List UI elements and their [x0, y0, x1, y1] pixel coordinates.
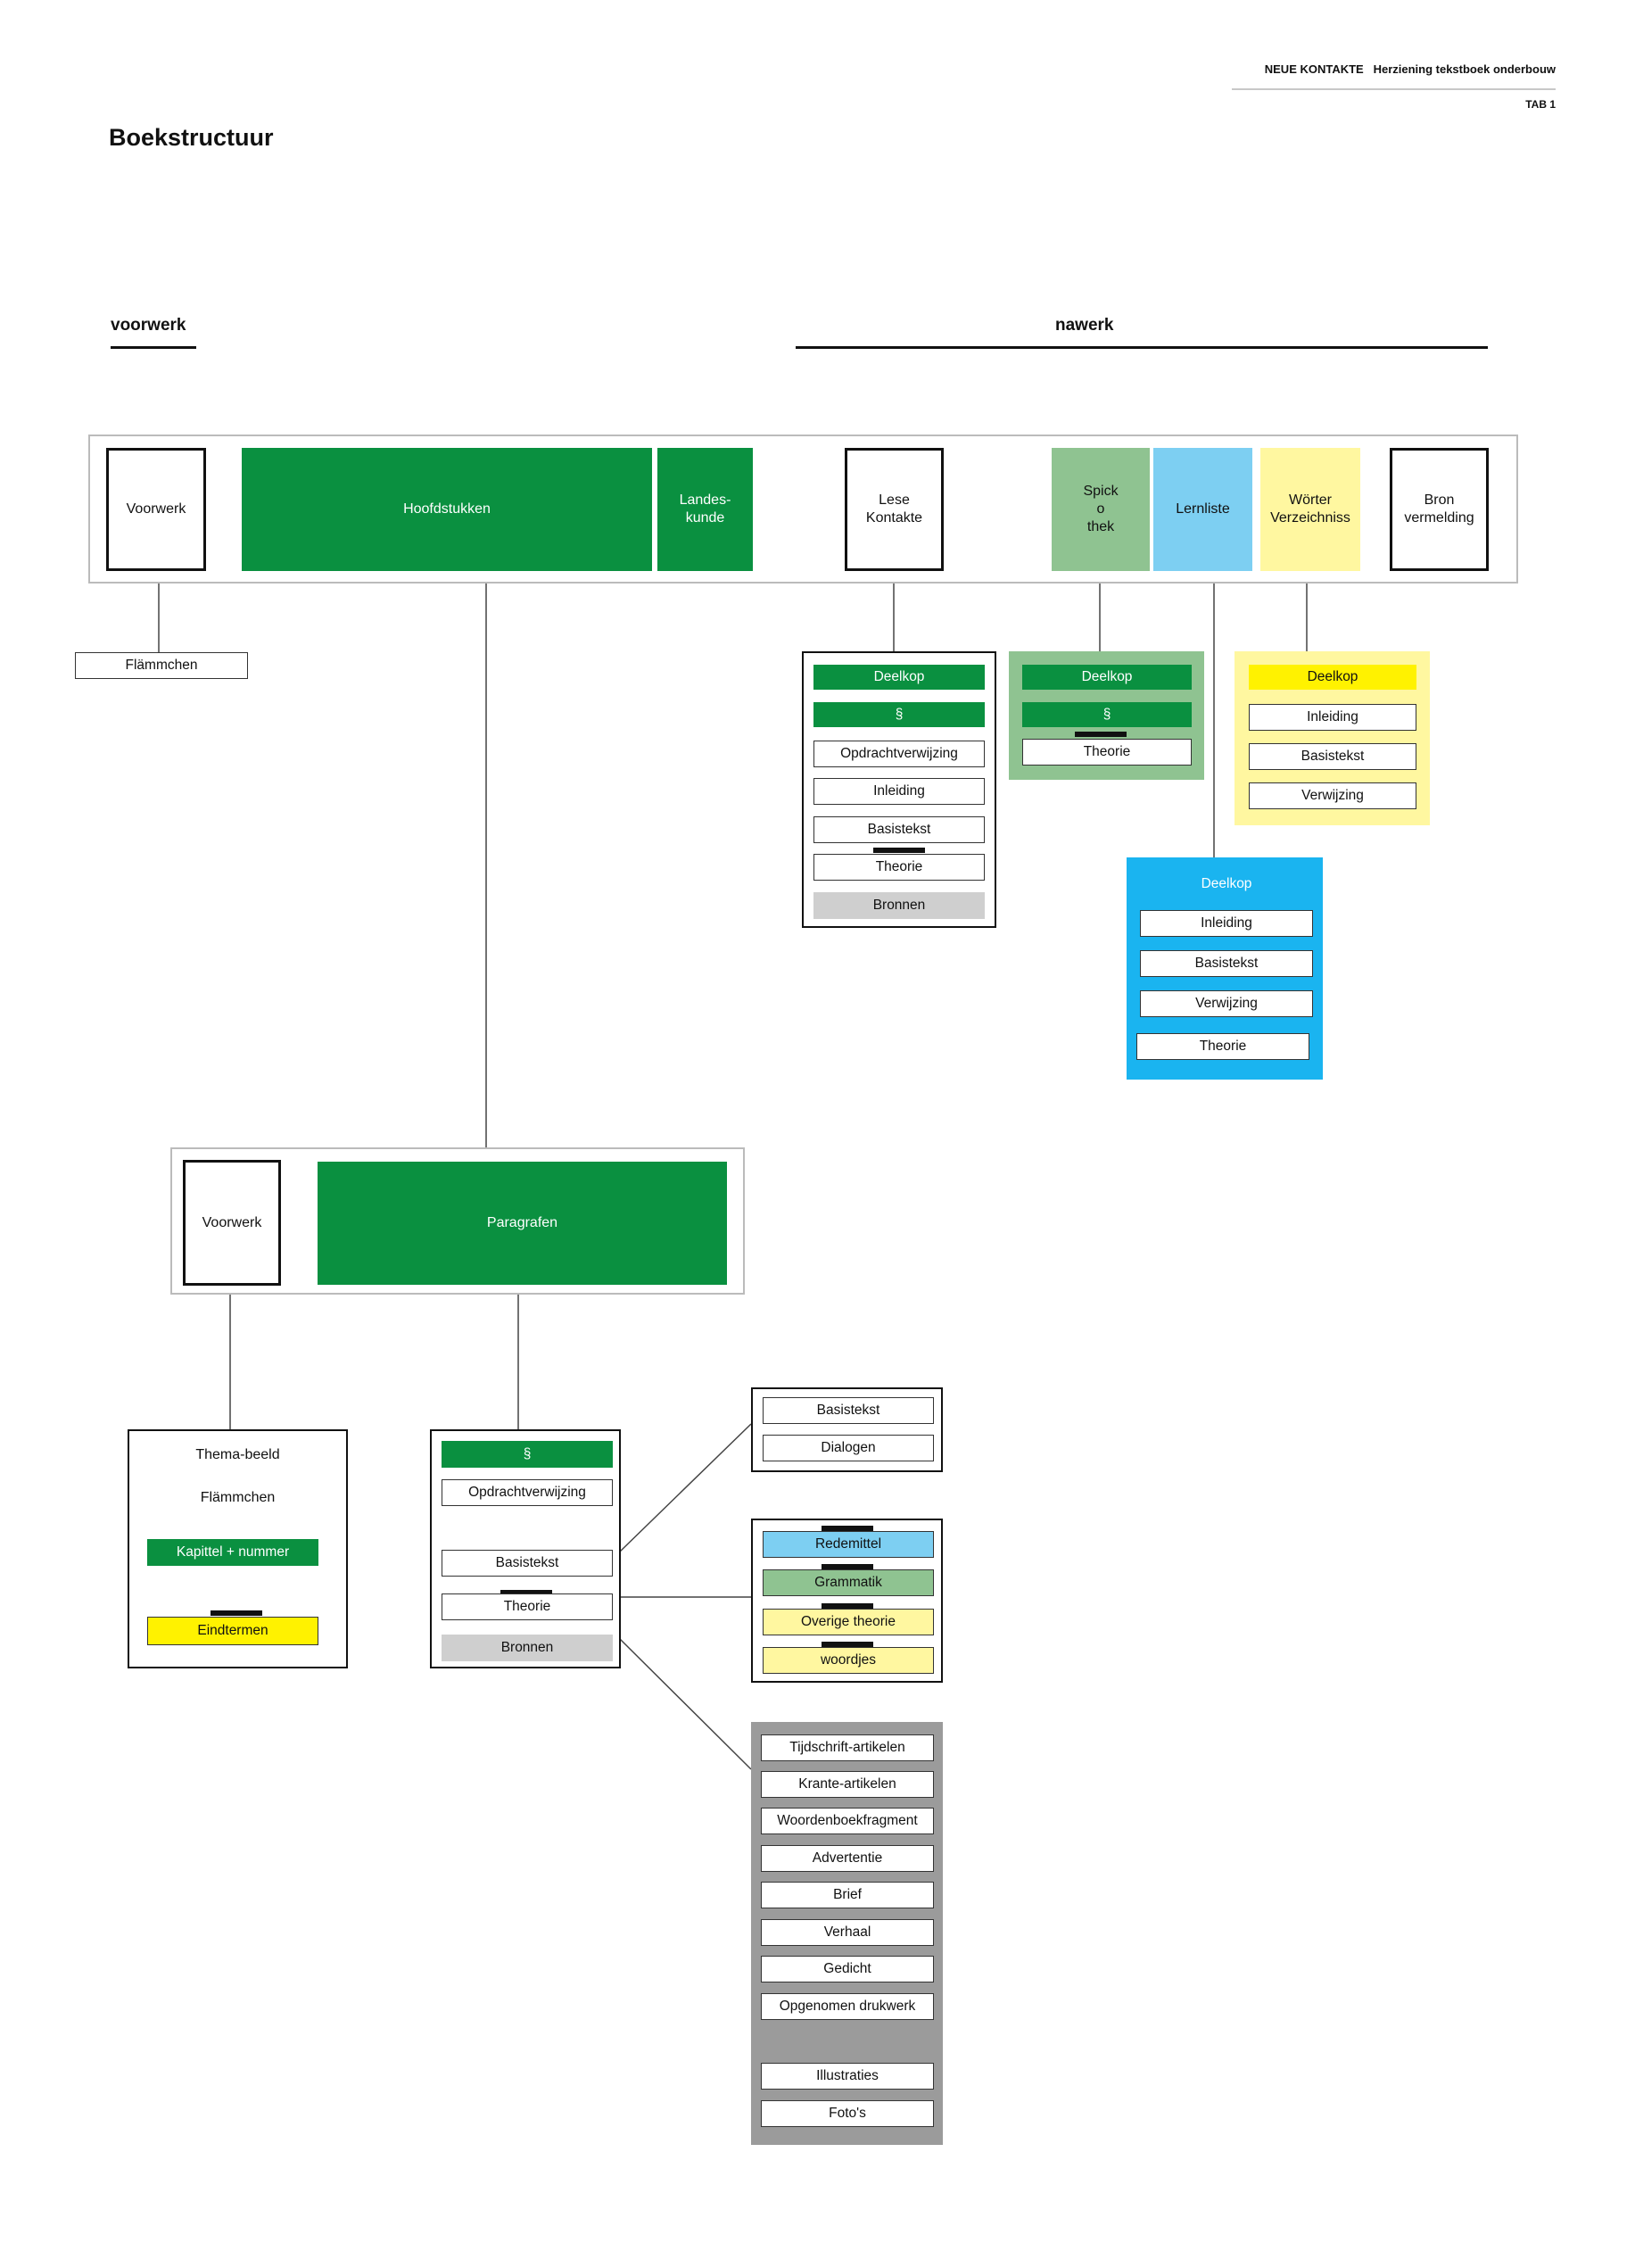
- woerter-verwijzing: Verwijzing: [1249, 782, 1416, 809]
- woerter-basistekst: Basistekst: [1249, 743, 1416, 770]
- eindtermen-divider-bar: [211, 1610, 262, 1616]
- header-brand: NEUE KONTAKTE Herziening tekstboek onder…: [1115, 62, 1556, 76]
- woordjes-divider-bar: [822, 1642, 873, 1647]
- top-lese-kontakte: Lese Kontakte: [845, 448, 944, 571]
- section-voorwerk-label: voorwerk: [111, 316, 186, 335]
- top-bron-vermelding: Bron vermelding: [1390, 448, 1489, 571]
- bronnen-gedicht: Gedicht: [761, 1956, 934, 1982]
- eindtermen: Eindtermen: [147, 1617, 318, 1645]
- spick-divider-bar: [1075, 732, 1127, 737]
- lern-inleiding: Inleiding: [1140, 910, 1313, 937]
- thema-beeld: Thema-beeld: [195, 1447, 280, 1462]
- basis-basistekst: Basistekst: [763, 1397, 934, 1424]
- theorie-overige-theorie: Overige theorie: [763, 1609, 934, 1635]
- section-nawerk-rule: [796, 346, 1488, 349]
- flammchen-label: Flämmchen: [75, 652, 248, 679]
- lese-paragraph: §: [813, 702, 985, 727]
- lese-opdrachtverwijzing: Opdrachtverwijzing: [813, 741, 985, 767]
- paragraph-opdrachtverwijzing: Opdrachtverwijzing: [442, 1479, 613, 1506]
- paragraph-symbol: §: [442, 1441, 613, 1468]
- chapter-paragrafen: Paragrafen: [318, 1162, 727, 1285]
- top-woerter-verzeichniss: Wörter Verzeichniss: [1260, 448, 1360, 571]
- lern-basistekst: Basistekst: [1140, 950, 1313, 977]
- lese-deelkop: Deelkop: [813, 665, 985, 690]
- paragraph-bronnen: Bronnen: [442, 1635, 613, 1661]
- paragraph-theorie: Theorie: [442, 1593, 613, 1620]
- bronnen-advertentie: Advertentie: [761, 1845, 934, 1872]
- section-nawerk-label: nawerk: [1055, 316, 1114, 335]
- lese-inleiding: Inleiding: [813, 778, 985, 805]
- lern-verwijzing: Verwijzing: [1140, 990, 1313, 1017]
- lese-theorie: Theorie: [813, 854, 985, 881]
- paragraph-divider-bar: [500, 1590, 552, 1595]
- bronnen-illustraties: Illustraties: [761, 2063, 934, 2090]
- chapter-voorwerk: Voorwerk: [183, 1160, 281, 1286]
- brand-name: NEUE KONTAKTE: [1264, 62, 1364, 76]
- bronnen-krante: Krante-artikelen: [761, 1771, 934, 1798]
- theorie-grammatik: Grammatik: [763, 1569, 934, 1596]
- page-title: Boekstructuur: [109, 124, 274, 151]
- top-lernliste: Lernliste: [1153, 448, 1252, 571]
- lern-deelkop: Deelkop: [1140, 872, 1313, 897]
- lese-bronnen: Bronnen: [813, 892, 985, 919]
- top-hoofdstukken: Hoofdstukken: [242, 448, 652, 571]
- brand-subtitle: Herziening tekstboek onderbouw: [1373, 62, 1556, 76]
- theorie-redemittel: Redemittel: [763, 1531, 934, 1558]
- bronnen-brief: Brief: [761, 1882, 934, 1908]
- connector-basis: [618, 1423, 752, 1553]
- basis-dialogen: Dialogen: [763, 1435, 934, 1461]
- lese-divider-bar: [873, 848, 925, 853]
- bronnen-verhaal: Verhaal: [761, 1919, 934, 1946]
- header-rule: [1232, 88, 1556, 90]
- spick-paragraph: §: [1022, 702, 1192, 727]
- section-voorwerk-rule: [111, 346, 196, 349]
- chapter-flammchen: Flämmchen: [200, 1490, 276, 1505]
- woerter-inleiding: Inleiding: [1249, 704, 1416, 731]
- lese-basistekst: Basistekst: [813, 816, 985, 843]
- spick-deelkop: Deelkop: [1022, 665, 1192, 690]
- bronnen-woordenboek: Woordenboekfragment: [761, 1808, 934, 1834]
- grammatik-divider-bar: [822, 1564, 873, 1569]
- top-spickothek: Spick o thek: [1052, 448, 1150, 571]
- lern-theorie: Theorie: [1136, 1033, 1309, 1060]
- kapittel-nummer: Kapittel + nummer: [147, 1539, 318, 1566]
- top-voorwerk: Voorwerk: [106, 448, 206, 571]
- overige-divider-bar: [822, 1603, 873, 1609]
- theorie-woordjes: woordjes: [763, 1647, 934, 1674]
- bronnen-fotos: Foto's: [761, 2100, 934, 2127]
- bronnen-tijdschrift: Tijdschrift-artikelen: [761, 1734, 934, 1761]
- header-tab: TAB 1: [1525, 98, 1556, 111]
- connector-bronnen: [618, 1637, 752, 1770]
- woerter-deelkop: Deelkop: [1249, 665, 1416, 690]
- spick-theorie: Theorie: [1022, 739, 1192, 766]
- top-landeskunde: Landes- kunde: [657, 448, 753, 571]
- bronnen-opgenomen-drukwerk: Opgenomen drukwerk: [761, 1993, 934, 2020]
- paragraph-basistekst: Basistekst: [442, 1550, 613, 1577]
- redemittel-divider-bar: [822, 1526, 873, 1531]
- paragraph-box: [430, 1429, 621, 1668]
